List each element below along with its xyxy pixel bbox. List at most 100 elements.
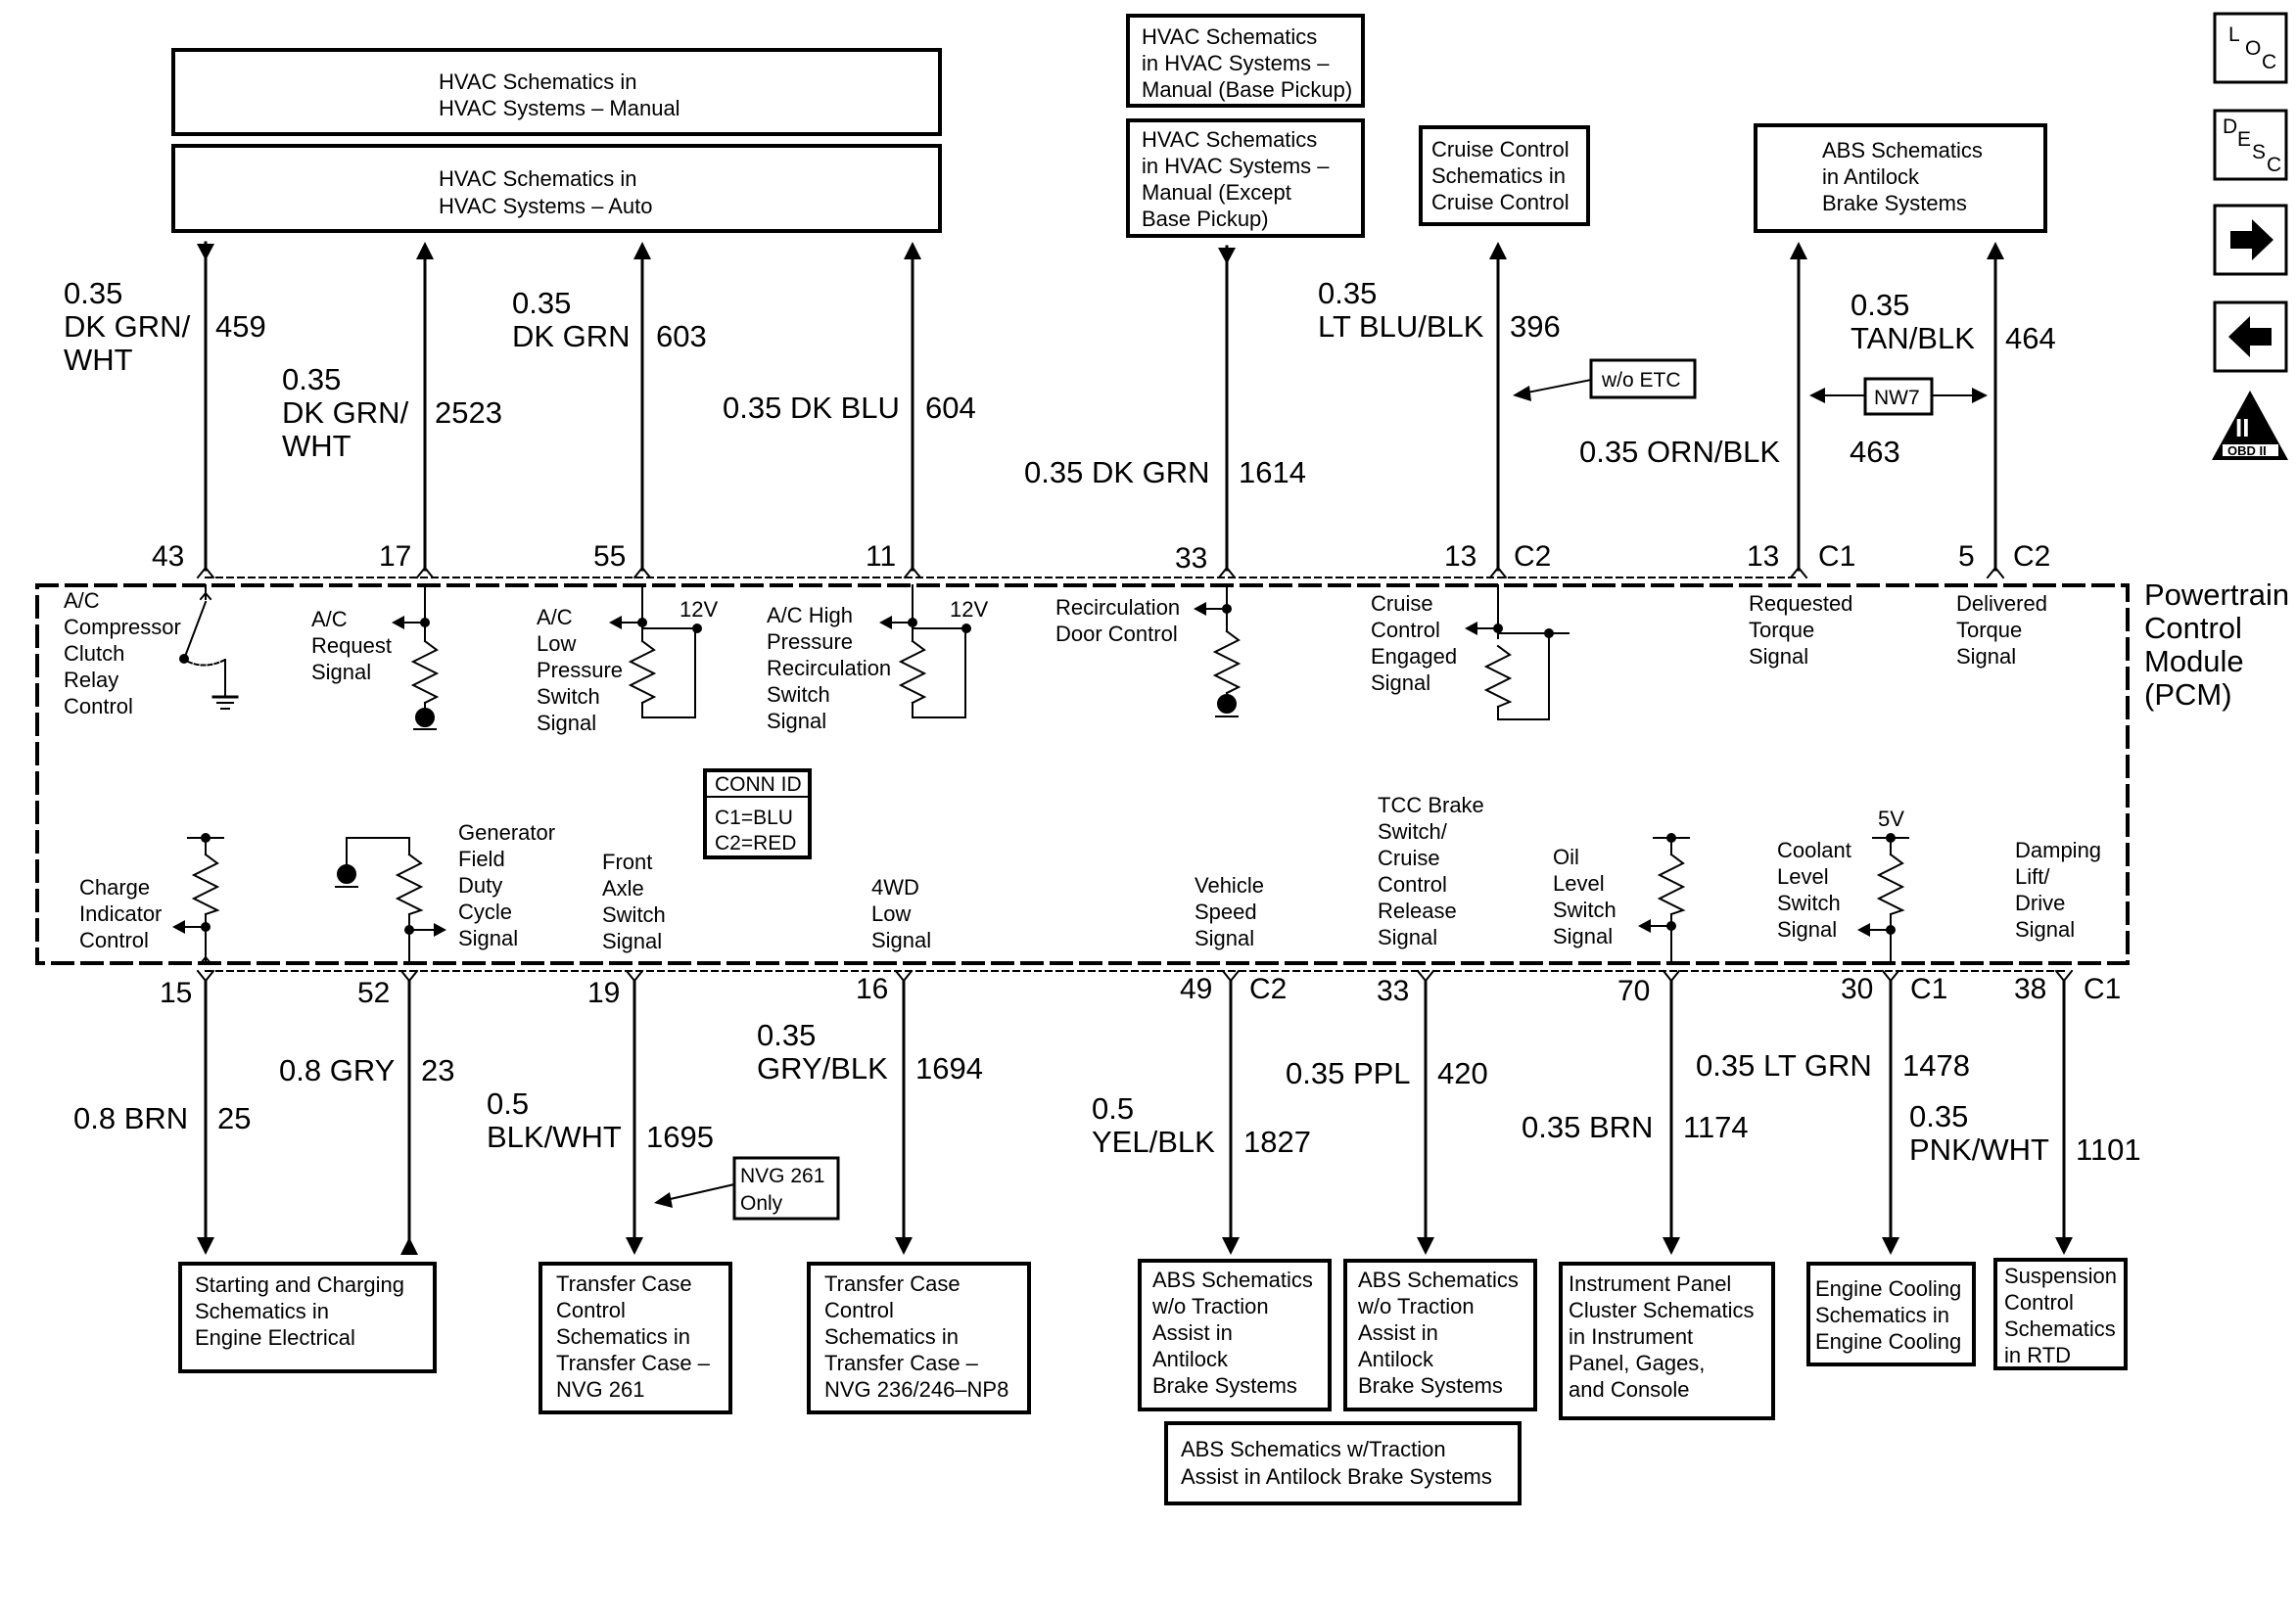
generator-field-label: Generator Field Duty Cycle Signal bbox=[458, 820, 555, 950]
svg-text:Switch: Switch bbox=[767, 682, 830, 707]
svg-text:C1: C1 bbox=[1910, 973, 1947, 1005]
svg-text:D: D bbox=[2223, 116, 2237, 138]
svg-text:NVG 261: NVG 261 bbox=[740, 1165, 824, 1187]
hvac-base-pickup-box[interactable]: HVAC Schematics in HVAC Systems – Manual… bbox=[1126, 14, 1365, 108]
wire-396: 0.35 LT BLU/BLK 396 13 C2 bbox=[1318, 242, 1561, 573]
svg-text:Cycle: Cycle bbox=[458, 900, 512, 924]
svg-text:Switch/: Switch/ bbox=[1378, 819, 1448, 844]
abs-w-traction-box[interactable]: ABS Schematics w/Traction Assist in Anti… bbox=[1164, 1421, 1522, 1505]
svg-text:1695: 1695 bbox=[646, 1120, 714, 1154]
svg-text:L: L bbox=[2228, 23, 2240, 46]
svg-text:12V: 12V bbox=[679, 597, 718, 622]
svg-text:0.5: 0.5 bbox=[487, 1086, 529, 1121]
svg-text:Antilock: Antilock bbox=[1152, 1347, 1229, 1371]
svg-text:Engine Cooling: Engine Cooling bbox=[1815, 1329, 1961, 1354]
svg-text:DK GRN: DK GRN bbox=[512, 319, 631, 353]
svg-text:Pressure: Pressure bbox=[767, 629, 853, 654]
svg-text:C1=BLU: C1=BLU bbox=[715, 807, 793, 829]
svg-text:OBD II: OBD II bbox=[2227, 443, 2267, 458]
abs-wo-traction-box-2[interactable]: ABS Schematics w/o Traction Assist in An… bbox=[1343, 1259, 1537, 1411]
svg-text:GRY/BLK: GRY/BLK bbox=[757, 1051, 888, 1086]
vehicle-speed-label: Vehicle Speed Signal bbox=[1195, 873, 1264, 950]
hvac-manual-box[interactable]: HVAC Schematics in HVAC Systems – Manual bbox=[171, 48, 942, 136]
transfer-case-nvg236-box[interactable]: Transfer Case Control Schematics in Tran… bbox=[807, 1262, 1031, 1414]
previous-page-button[interactable] bbox=[2213, 300, 2288, 373]
coolant-level-label: Coolant Level Switch Signal bbox=[1777, 838, 1851, 942]
wire-2523: 0.35 DK GRN/ WHT 2523 17 bbox=[282, 242, 502, 573]
hvac-except-base-pickup-box[interactable]: HVAC Schematics in HVAC Systems – Manual… bbox=[1126, 118, 1365, 238]
svg-text:0.35: 0.35 bbox=[64, 276, 122, 310]
recirculation-door-label: Recirculation Door Control bbox=[1055, 595, 1180, 646]
svg-text:in Instrument: in Instrument bbox=[1569, 1324, 1693, 1349]
svg-text:Cruise: Cruise bbox=[1371, 591, 1433, 616]
svg-text:LT BLU/BLK: LT BLU/BLK bbox=[1318, 309, 1484, 344]
cruise-control-box[interactable]: Cruise Control Schematics in Cruise Cont… bbox=[1419, 125, 1590, 226]
transfer-case-nvg261-box[interactable]: Transfer Case Control Schematics in Tran… bbox=[539, 1262, 732, 1414]
svg-text:Engine Cooling: Engine Cooling bbox=[1815, 1276, 1961, 1301]
wire-1695: 19 0.5 BLK/WHT 1695 bbox=[487, 977, 714, 1255]
svg-text:Signal: Signal bbox=[311, 660, 371, 684]
svg-text:Transfer Case: Transfer Case bbox=[824, 1271, 961, 1296]
wire-25: 15 0.8 BRN 25 bbox=[73, 977, 251, 1255]
ac-clutch-relay-switch bbox=[179, 584, 239, 710]
svg-text:2523: 2523 bbox=[435, 395, 502, 430]
arrow-left-icon bbox=[2228, 316, 2272, 357]
svg-text:TAN/BLK: TAN/BLK bbox=[1851, 321, 1975, 355]
svg-text:HVAC Systems – Manual: HVAC Systems – Manual bbox=[439, 96, 680, 120]
svg-text:463: 463 bbox=[1850, 435, 1900, 469]
nvg261-note: NVG 261 Only bbox=[654, 1156, 840, 1221]
obd-ii-button[interactable]: II OBD II bbox=[2212, 391, 2288, 460]
svg-text:0.35: 0.35 bbox=[1318, 276, 1377, 310]
svg-text:Schematics in: Schematics in bbox=[1815, 1303, 1949, 1327]
wire-1694: 16 0.35 GRY/BLK 1694 bbox=[757, 973, 983, 1255]
svg-text:Base Pickup): Base Pickup) bbox=[1142, 207, 1269, 231]
svg-text:Brake Systems: Brake Systems bbox=[1152, 1373, 1297, 1398]
svg-text:25: 25 bbox=[217, 1101, 251, 1135]
hvac-auto-box[interactable]: HVAC Schematics in HVAC Systems – Auto bbox=[171, 144, 942, 233]
svg-text:23: 23 bbox=[421, 1053, 454, 1087]
svg-text:52: 52 bbox=[357, 977, 390, 1009]
svg-text:Front: Front bbox=[602, 850, 652, 874]
svg-text:Brake Systems: Brake Systems bbox=[1822, 191, 1967, 215]
top-connector-line bbox=[196, 566, 2005, 579]
wire-463: 0.35 ORN/BLK 463 13 C1 bbox=[1579, 242, 1900, 573]
instrument-panel-box[interactable]: Instrument Panel Cluster Schematics in I… bbox=[1559, 1262, 1775, 1420]
svg-text:Switch: Switch bbox=[1553, 898, 1617, 922]
svg-text:43: 43 bbox=[152, 540, 184, 573]
svg-text:w/o ETC: w/o ETC bbox=[1601, 369, 1681, 392]
svg-text:Signal: Signal bbox=[871, 928, 931, 952]
connector-id-box: CONN ID C1=BLU C2=RED bbox=[703, 768, 812, 859]
svg-text:Signal: Signal bbox=[1195, 926, 1254, 950]
svg-text:Speed: Speed bbox=[1195, 900, 1257, 924]
svg-text:NVG 261: NVG 261 bbox=[556, 1377, 645, 1402]
svg-text:Signal: Signal bbox=[602, 929, 662, 953]
svg-text:w/o Traction: w/o Traction bbox=[1151, 1294, 1269, 1318]
svg-text:HVAC Schematics: HVAC Schematics bbox=[1142, 127, 1317, 152]
svg-text:Signal: Signal bbox=[537, 711, 596, 735]
svg-text:Brake Systems: Brake Systems bbox=[1358, 1373, 1503, 1398]
svg-text:Torque: Torque bbox=[1956, 618, 2022, 642]
wo-etc-note: w/o ETC bbox=[1513, 358, 1697, 401]
svg-text:PNK/WHT: PNK/WHT bbox=[1909, 1132, 2049, 1167]
svg-text:396: 396 bbox=[1510, 309, 1561, 344]
svg-text:0.35 DK GRN: 0.35 DK GRN bbox=[1024, 455, 1210, 489]
location-button[interactable]: L O C bbox=[2213, 12, 2288, 84]
svg-text:O: O bbox=[2245, 37, 2261, 60]
cruise-engaged-circuit bbox=[1465, 584, 1570, 720]
engine-cooling-box[interactable]: Engine Cooling Schematics in Engine Cool… bbox=[1806, 1262, 1976, 1366]
starting-charging-box[interactable]: Starting and Charging Schematics in Engi… bbox=[178, 1262, 437, 1373]
svg-text:Control: Control bbox=[2144, 611, 2242, 645]
abs-wo-traction-box-1[interactable]: ABS Schematics w/o Traction Assist in An… bbox=[1138, 1259, 1332, 1411]
abs-top-box[interactable]: ABS Schematics in Antilock Brake Systems bbox=[1754, 123, 2047, 233]
svg-text:16: 16 bbox=[856, 973, 888, 1005]
wire-1174: 70 0.35 BRN 1174 bbox=[1522, 975, 1749, 1255]
description-button[interactable]: D E S C bbox=[2213, 109, 2288, 181]
front-axle-label: Front Axle Switch Signal bbox=[602, 850, 666, 953]
svg-text:0.5: 0.5 bbox=[1092, 1091, 1134, 1126]
next-page-button[interactable] bbox=[2213, 204, 2288, 276]
svg-text:1174: 1174 bbox=[1683, 1110, 1749, 1144]
wire-1101: 38 C1 0.35 PNK/WHT 1101 bbox=[1909, 973, 2141, 1255]
suspension-control-box[interactable]: Suspension Control Schematics in RTD bbox=[1993, 1258, 2128, 1370]
arrow-right-icon bbox=[2230, 219, 2273, 260]
ac-high-pressure-label: A/C High Pressure Recirculation Switch S… bbox=[767, 603, 891, 733]
